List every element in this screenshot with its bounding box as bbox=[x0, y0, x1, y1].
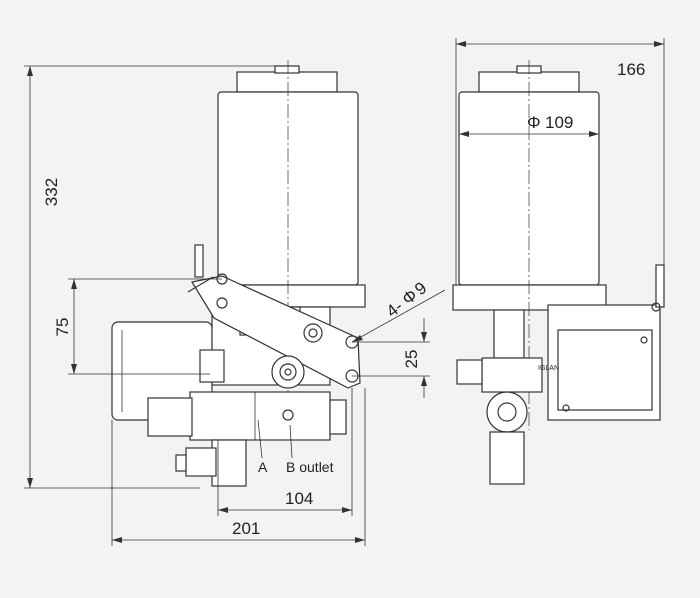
port-a-label: A bbox=[258, 459, 268, 475]
side-pump-body bbox=[481, 357, 543, 393]
port-b-label: B outlet bbox=[286, 459, 334, 475]
lid-cap bbox=[274, 65, 300, 74]
handle-rod bbox=[194, 244, 204, 278]
port-b-hole bbox=[282, 409, 294, 421]
electrical-connector bbox=[185, 447, 217, 477]
solenoid-left bbox=[147, 397, 193, 437]
dim-overall-width: 201 bbox=[232, 519, 260, 538]
dim-reservoir-diameter-symbol: Φ bbox=[527, 113, 541, 132]
dim-side-width: 166 bbox=[617, 60, 645, 79]
side-view: IGLAN bbox=[452, 60, 665, 485]
mount-hole-2 bbox=[216, 297, 228, 309]
dim-mount-hole-callout: 4- Φ 9 bbox=[383, 278, 431, 321]
dim-bracket-spacing: 75 bbox=[53, 318, 72, 337]
valve-knob bbox=[303, 323, 323, 343]
side-fitting bbox=[456, 359, 483, 385]
dim-reservoir-diameter: 109 bbox=[545, 113, 573, 132]
side-pump-column bbox=[493, 309, 525, 359]
dim-inner-width: 104 bbox=[285, 489, 313, 508]
pressure-fitting bbox=[271, 355, 305, 389]
mounting-bracket bbox=[191, 275, 361, 389]
side-outlet-fitting bbox=[486, 391, 528, 433]
front-view bbox=[111, 60, 366, 487]
lower-valve-block bbox=[189, 391, 331, 441]
side-plate bbox=[557, 329, 653, 411]
pump-side-boss bbox=[199, 349, 225, 383]
reservoir-lid bbox=[236, 71, 338, 93]
dimension-lines bbox=[24, 38, 665, 546]
brand-plate-text: IGLAN bbox=[538, 365, 559, 372]
side-outlet-pipe bbox=[489, 431, 525, 485]
outlet-pipe bbox=[211, 439, 247, 487]
side-flange bbox=[655, 264, 665, 308]
dim-hole-spacing: 25 bbox=[402, 350, 421, 369]
solenoid-right bbox=[329, 399, 347, 435]
dim-overall-height: 332 bbox=[42, 178, 61, 206]
